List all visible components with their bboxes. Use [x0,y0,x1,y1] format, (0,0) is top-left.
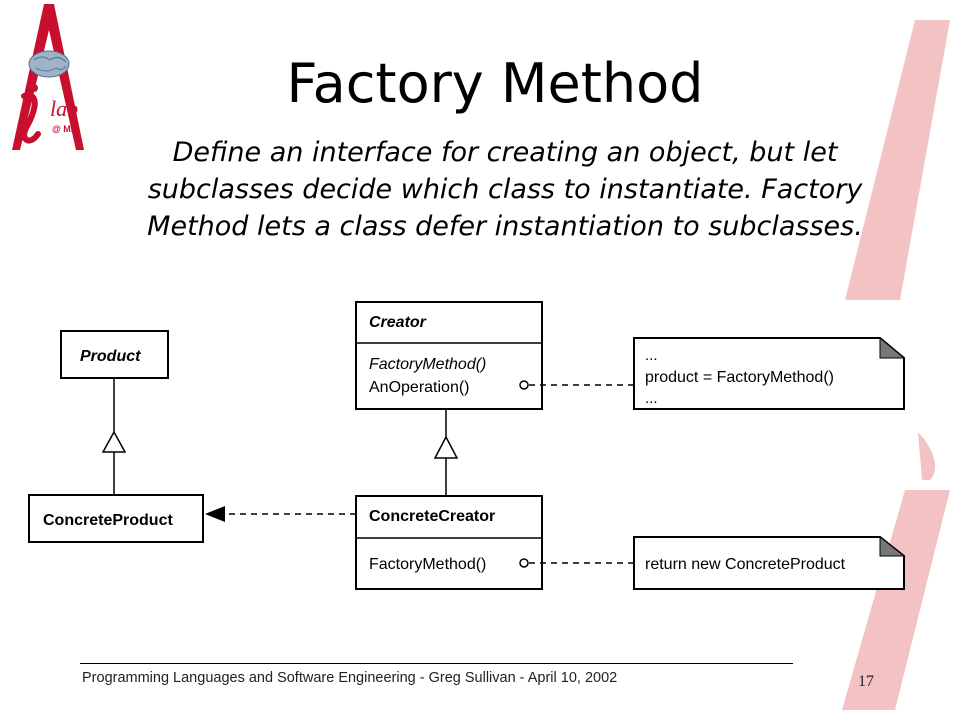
logo-i-icon [21,92,41,144]
bg-dot [918,432,936,480]
subtitle-line: subclasses decide which class to instant… [147,174,863,205]
slide-subtitle: Define an interface for creating an obje… [60,134,950,245]
note-anchor-icon [519,558,529,568]
subtitle-line: Method lets a class defer instantiation … [147,211,863,242]
class-creator: Creator FactoryMethod() AnOperation() [355,301,543,410]
note-anchor-icon [519,380,529,390]
note-concrete-creator: return new ConcreteProduct [633,535,906,590]
slide-title: Factory Method [286,52,704,115]
note-corner-icon [879,336,906,359]
class-concrete-creator: ConcreteCreator FactoryMethod() [355,495,543,590]
method-name: AnOperation() [369,379,470,396]
logo-subtext: @ MIT [52,124,79,134]
ilab-logo: lab @ MIT [12,4,84,150]
footer-divider [80,663,793,664]
page-number: 17 [858,673,874,690]
method-name: FactoryMethod() [369,556,486,573]
note-corner-icon [879,535,906,557]
note-line: product = FactoryMethod() [645,369,834,386]
slide-footer: Programming Languages and Software Engin… [82,670,618,686]
method-name: FactoryMethod() [369,356,486,373]
note-line: return new ConcreteProduct [645,556,846,573]
logo-text: lab [50,96,78,121]
class-name: Creator [369,314,427,331]
note-creator: ... product = FactoryMethod() ... [633,336,906,410]
inheritance-arrow-icon [433,435,459,459]
subtitle-line: Define an interface for creating an obje… [172,137,838,168]
inheritance-arrow-icon [101,430,127,453]
dependency-arrow-icon [205,506,225,522]
class-name: ConcreteProduct [43,512,173,529]
class-name: ConcreteCreator [369,508,495,525]
bg-stroke-bottom [842,490,950,710]
note-line: ... [645,390,658,407]
logo-triangle-icon [12,4,84,150]
note-line: ... [645,347,658,364]
bg-stroke-top [845,20,950,300]
class-product: Product [60,330,169,379]
class-name: Product [80,348,141,365]
class-concrete-product: ConcreteProduct [28,494,204,543]
